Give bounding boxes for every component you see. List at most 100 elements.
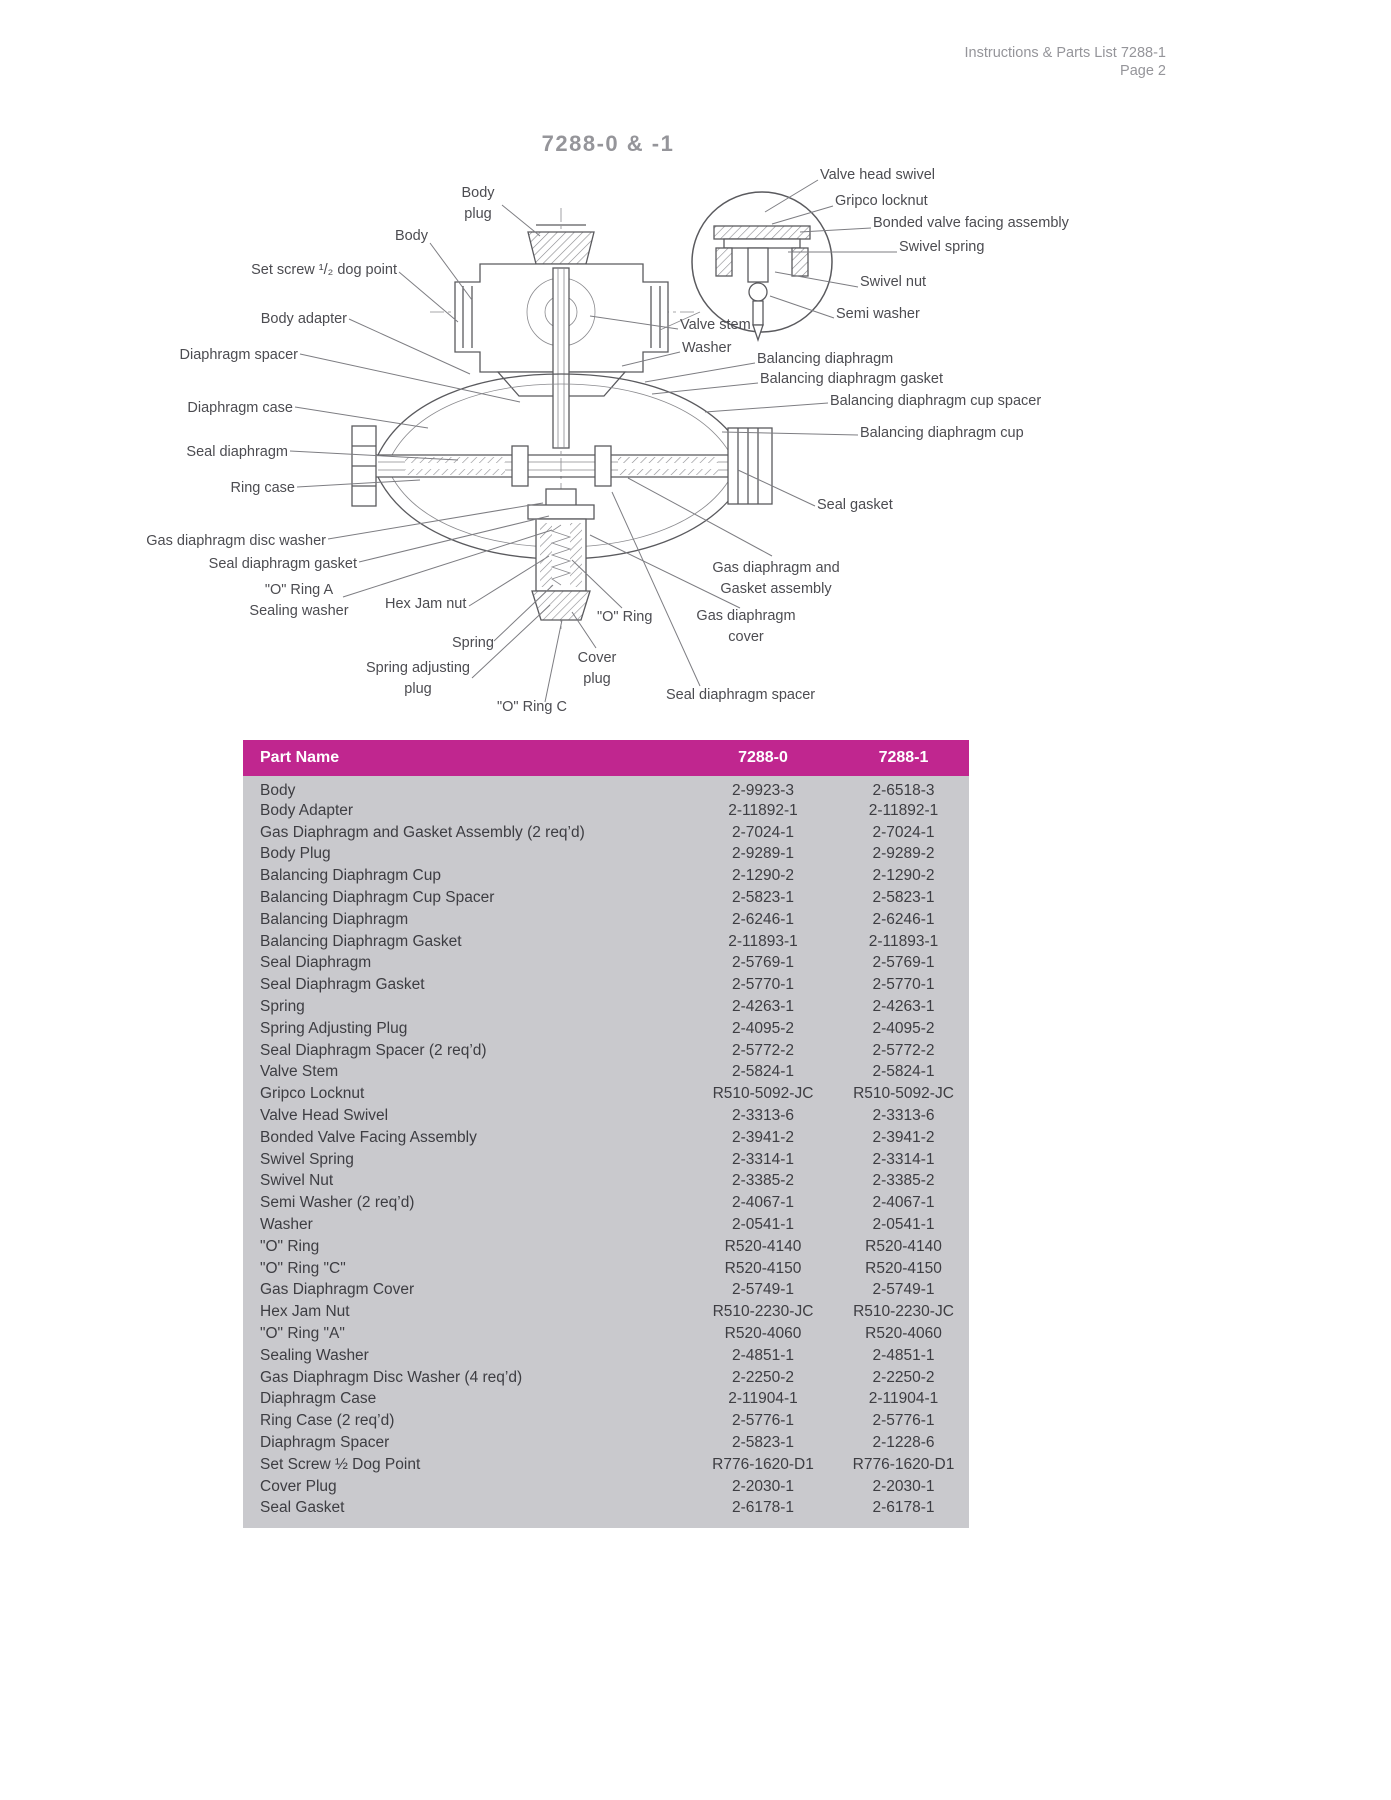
diagram-label-balancing-diaphragm-gasket: Balancing diaphragm gasket (760, 371, 943, 387)
diagram-label-hex-jam-nut: Hex Jam nut (385, 596, 467, 612)
column-7288-0: 7288-0 (688, 740, 838, 776)
table-row: Sealing Washer 2-4851-1 2-4851-1 (243, 1345, 969, 1367)
diagram-label-ring-case: Ring case (230, 480, 295, 496)
part-name-cell: "O" Ring (260, 1237, 320, 1255)
part-number-cell: 2-9289-1 (731, 845, 795, 863)
spring-housing-shape (527, 504, 595, 621)
table-row: Diaphragm Spacer 2-5823-1 2-1228-6 (243, 1432, 969, 1454)
part-number-cell: 2-3313-6 (872, 1107, 935, 1125)
diaphragm-case-shape (351, 373, 773, 560)
part-name-cell: Gas Diaphragm and Gasket Assembly (2 req… (260, 823, 585, 841)
part-number-cell: 2-4851-1 (872, 1346, 935, 1364)
part-number-cell: 2-6518-3 (872, 782, 935, 799)
part-number-cell: 2-5823-1 (731, 1434, 795, 1451)
document-header: Instructions & Parts List 7288-1 Page 2 (965, 44, 1167, 80)
diagram-label-balancing-diaphragm-cup-spacer: Balancing diaphragm cup spacer (830, 393, 1042, 409)
part-number-cell: 2-11893-1 (868, 932, 939, 950)
part-name-cell: Balancing Diaphragm Cup (260, 867, 441, 885)
part-name-cell: Sealing Washer (260, 1346, 369, 1364)
part-number-cell: 2-4067-1 (872, 1194, 935, 1212)
table-header-row: Part Name 7288-0 7288-1 (243, 740, 969, 776)
part-number-cell: 2-5749-1 (731, 1281, 795, 1299)
body-plug-shape (527, 224, 595, 265)
part-name-cell: Balancing Diaphragm (260, 910, 409, 928)
column-part-name: Part Name (243, 740, 688, 776)
part-name-cell: Valve Head Swivel (260, 1107, 389, 1125)
part-number-cell: 2-4095-2 (731, 1019, 795, 1037)
diagram-label-seal-diaphragm-gasket: Seal diaphragm gasket (208, 556, 357, 572)
part-number-cell: R520-4140 (865, 1237, 942, 1255)
part-number-cell: 2-1290-2 (731, 867, 795, 885)
part-number-cell: 2-2030-1 (731, 1477, 795, 1495)
part-name-cell: Body Plug (260, 845, 331, 863)
part-number-cell: 2-6246-1 (872, 910, 935, 928)
part-name-cell: Semi Washer (2 req’d) (260, 1194, 415, 1212)
diagram-label-diaphragm-case: Diaphragm case (187, 400, 293, 416)
part-name-cell: Swivel Nut (260, 1172, 334, 1190)
part-number-cell: 2-4095-2 (872, 1019, 935, 1037)
diagram-label-seal-gasket: Seal gasket (817, 497, 893, 513)
diagram-label-valve-head-swivel: Valve head swivel (820, 167, 935, 183)
diagram-label-body-adapter: Body adapter (260, 311, 347, 327)
part-name-cell: "O" Ring "A" (260, 1325, 345, 1343)
part-number-cell: 2-0541-1 (872, 1216, 935, 1234)
part-number-cell: 2-5770-1 (872, 976, 935, 994)
diagram-label-valve-stem: Valve stem (680, 317, 751, 333)
part-number-cell: 2-3941-2 (731, 1128, 795, 1146)
part-name-cell: Valve Stem (260, 1063, 339, 1081)
part-name-cell: Swivel Spring (260, 1150, 354, 1168)
part-name-cell: "O" Ring "C" (260, 1259, 346, 1277)
part-name-cell: Balancing Diaphragm Cup Spacer (260, 889, 495, 907)
diagram-label-body-plug: Body plug (461, 185, 495, 222)
table-row: Balancing Diaphragm 2-6246-1 2-6246-1 (243, 909, 969, 931)
part-number-cell: 2-9923-3 (731, 782, 795, 799)
diagram-label-gas-diaphragm-cover: Gas diaphragm cover (696, 608, 796, 645)
diagram-label-cover-plug: Cover plug (577, 650, 617, 687)
part-number-cell: 2-3314-1 (731, 1150, 795, 1168)
part-number-cell: 2-2250-2 (872, 1368, 935, 1386)
part-number-cell: R776-1620-D1 (712, 1455, 814, 1473)
part-number-cell: 2-6178-1 (731, 1499, 795, 1517)
valve-stem-shape (552, 267, 570, 449)
part-number-cell: 2-5769-1 (731, 954, 795, 972)
part-number-cell: 2-1228-6 (872, 1434, 935, 1451)
part-number-cell: 2-5770-1 (731, 976, 795, 994)
doc-reference: Instructions & Parts List 7288-1 (964, 45, 1167, 61)
column-7288-1: 7288-1 (838, 740, 969, 776)
figure-title: 7288-0 & -1 (541, 131, 675, 156)
part-number-cell: 2-6178-1 (872, 1499, 935, 1517)
part-name-cell: Seal Gasket (260, 1499, 345, 1517)
table-row: Gas Diaphragm and Gasket Assembly (2 req… (243, 822, 969, 844)
part-number-cell: 2-0541-1 (731, 1216, 795, 1234)
diagram-label-swivel-nut: Swivel nut (860, 274, 927, 290)
part-name-cell: Diaphragm Spacer (260, 1434, 390, 1451)
part-number-cell: 2-6246-1 (731, 910, 795, 928)
diagram-label-gas-diaphragm-and-gasket-assembly: Gas diaphragm and Gasket assembly (712, 560, 840, 597)
part-name-cell: Seal Diaphragm Spacer (2 req’d) (260, 1041, 487, 1059)
part-number-cell: R520-4140 (724, 1237, 802, 1255)
diagram-label-seal-diaphragm-spacer: Seal diaphragm spacer (666, 687, 816, 703)
diagram-label-balancing-diaphragm: Balancing diaphragm (757, 351, 894, 367)
part-name-cell: Body Adapter (260, 801, 354, 819)
part-number-cell: 2-5769-1 (872, 954, 935, 972)
part-number-cell: 2-11904-1 (728, 1390, 798, 1408)
part-number-cell: 2-4263-1 (731, 998, 795, 1016)
diagram-label-seal-diaphragm: Seal diaphragm (186, 444, 288, 460)
diagram-label-spring-adjusting-plug: Spring adjusting plug (366, 660, 470, 697)
part-number-cell: R510-2230-JC (853, 1303, 954, 1321)
diagram-label-o-ring-c: "O" Ring C (497, 699, 567, 715)
part-number-cell: 2-4851-1 (731, 1346, 795, 1364)
